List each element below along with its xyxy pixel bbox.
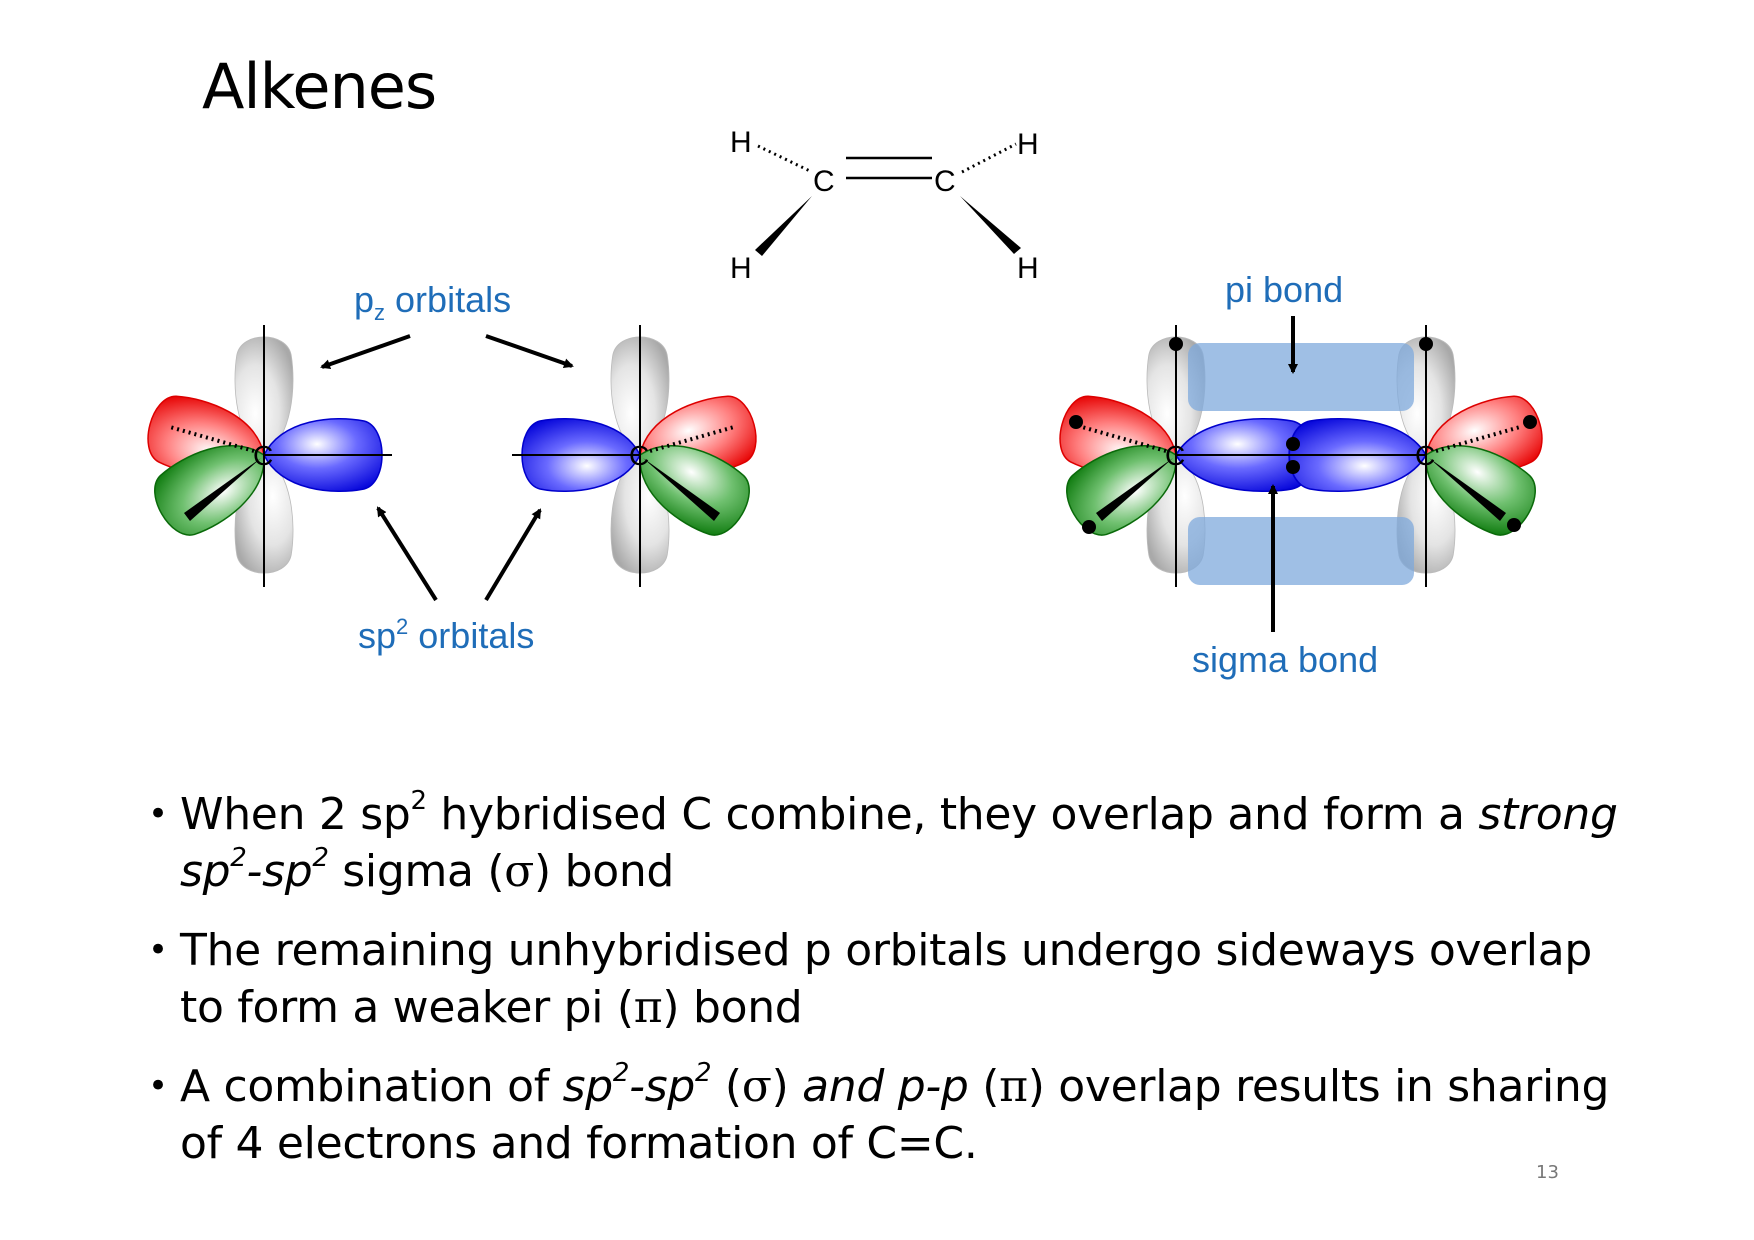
sp2-arrow-left [376, 506, 438, 602]
pi-overlap-top [1188, 343, 1414, 411]
wedge-bond-left [755, 196, 812, 256]
pz-arrow-right [485, 334, 574, 369]
sigma-bond-label: sigma bond [1192, 639, 1378, 680]
bullet-dot: • [148, 1066, 168, 1106]
page-number: 13 [1536, 1162, 1559, 1183]
pz-arrow-left [320, 334, 411, 370]
bullet-item: • A combination of sp2-sp2 (σ) and p-p (… [148, 1058, 1610, 1169]
ethene-structure: H H C C H H [730, 126, 1039, 285]
carbon-label-bond-left: C [1165, 440, 1185, 471]
pz-orbitals-label: pz orbitals [354, 279, 511, 325]
atom-h-bottom-right: H [1017, 252, 1039, 285]
bullet-list: • When 2 sp2 hybridised C combine, they … [148, 786, 1628, 1194]
pi-overlap-bottom [1188, 517, 1414, 585]
carbon-label-bond-right: C [1415, 440, 1435, 471]
bullet-item: • When 2 sp2 hybridised C combine, they … [148, 786, 1618, 897]
hashed-bond-right [961, 142, 1017, 174]
bullet-dot: • [148, 794, 168, 834]
carbon-label-right: C [629, 440, 649, 471]
right-carbon-orbitals: C [512, 325, 765, 587]
ethene-bonding-orbitals: C C [1051, 325, 1551, 587]
atom-h-top-left: H [730, 126, 752, 159]
orbital-diagram: H H C C H H C C pz orbi [139, 126, 1551, 680]
slide-title: Alkenes [202, 50, 437, 123]
hashed-bond-left [757, 144, 813, 174]
electron-dots [1069, 337, 1537, 534]
left-carbon-orbitals: C [139, 325, 392, 587]
atom-h-top-right: H [1017, 128, 1039, 161]
sp2-arrow-right [484, 508, 542, 602]
wedge-bond-right [960, 196, 1021, 254]
pi-bond-label: pi bond [1225, 269, 1343, 310]
atom-c-left: C [813, 165, 835, 198]
atom-c-right: C [934, 165, 956, 198]
bullet-dot: • [148, 930, 168, 970]
bullet-item: • The remaining unhybridised p orbitals … [148, 922, 1628, 1036]
sp2-orbitals-label: sp2 orbitals [358, 614, 534, 656]
carbon-label-left: C [253, 440, 273, 471]
atom-h-bottom-left: H [730, 252, 752, 285]
